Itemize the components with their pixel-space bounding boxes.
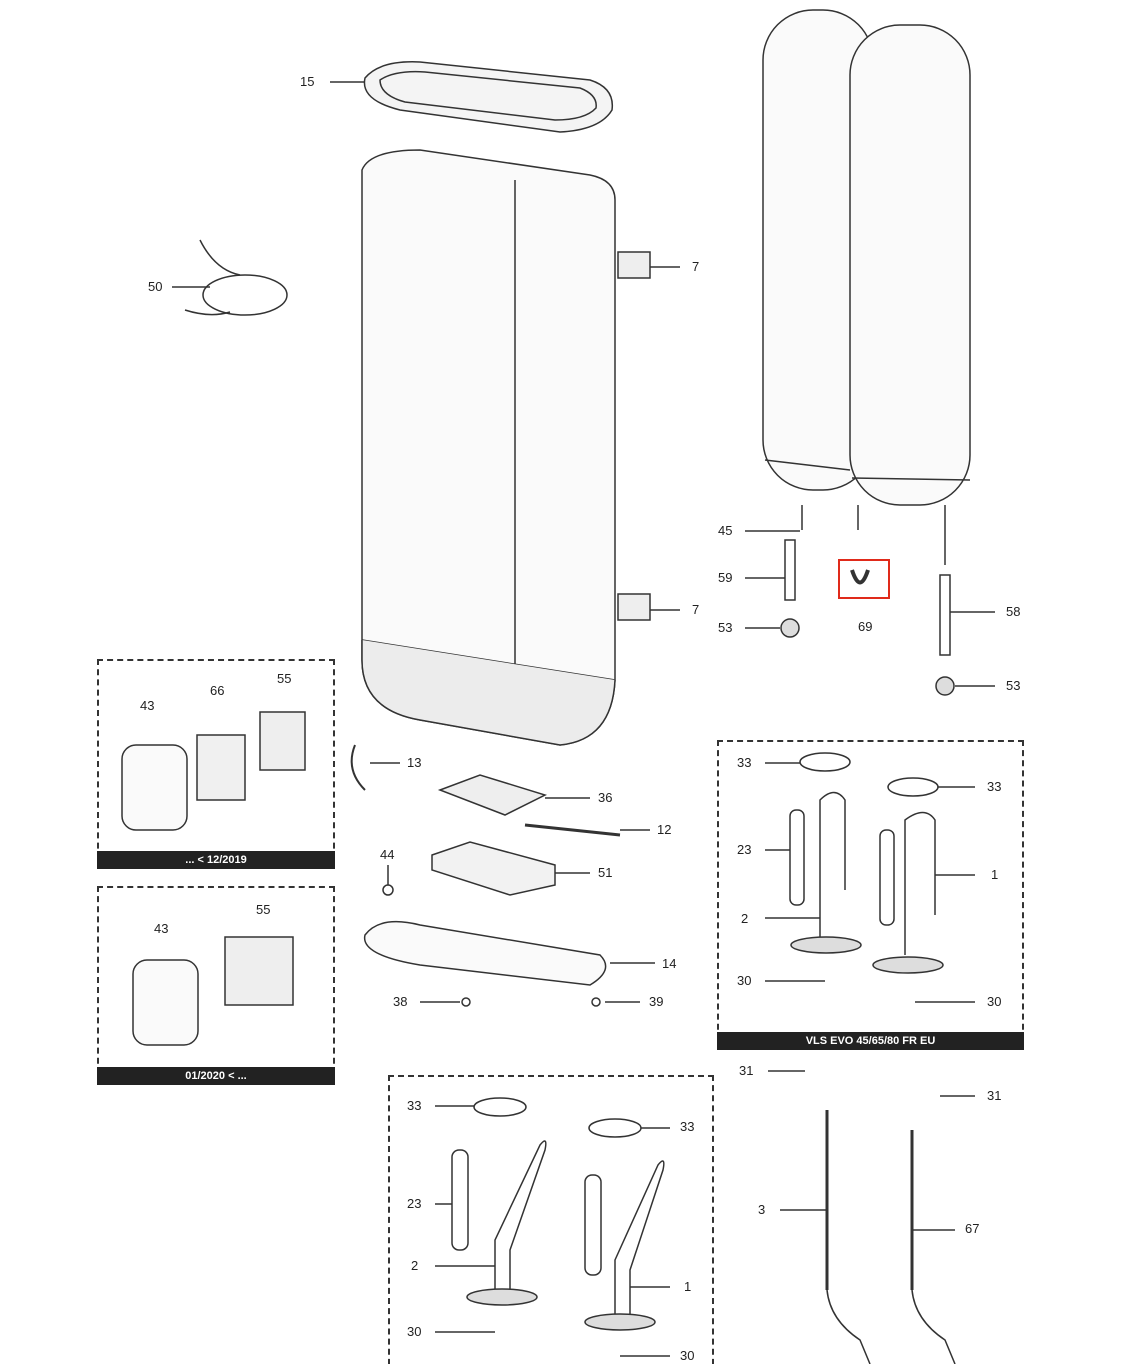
part-label: 14 (662, 956, 677, 971)
part-label: 45 (718, 523, 733, 538)
part-label: 23 (407, 1196, 422, 1211)
banner-old-control: ... < 12/2019 (97, 851, 335, 869)
part-label: 33 (407, 1098, 422, 1113)
part-label: 55 (277, 671, 292, 686)
part-label: 31 (739, 1063, 754, 1078)
part-label: 43 (140, 698, 155, 713)
control-panel-parts (121, 711, 306, 1046)
part-label: 50 (148, 279, 163, 294)
part-label: 51 (598, 865, 613, 880)
anode-rod-parts (768, 1070, 975, 1364)
top-cover-part (330, 61, 614, 133)
part-label: 1 (684, 1279, 692, 1294)
part-label: 55 (256, 902, 271, 917)
part-label: 44 (380, 847, 395, 862)
part-label: 66 (210, 683, 225, 698)
heating-element-box (717, 740, 1024, 1050)
part-label: 53 (718, 620, 733, 635)
banner-model: VLS EVO 45/65/80 FR EU (717, 1032, 1024, 1050)
part-label: 1 (991, 867, 999, 882)
part-label: 67 (965, 1221, 980, 1236)
electronics-parts (350, 744, 655, 1007)
part-label: 30 (407, 1324, 422, 1339)
part-label: 39 (649, 994, 664, 1009)
casing-part (361, 149, 680, 746)
part-label: 33 (680, 1119, 695, 1134)
part-label: 43 (154, 921, 169, 936)
heating-element-alt-box (388, 1075, 714, 1364)
part-label: 3 (758, 1202, 766, 1217)
part-label: 33 (987, 779, 1002, 794)
part-label: 15 (300, 74, 315, 89)
part-label: 23 (737, 842, 752, 857)
part-label: 53 (1006, 678, 1021, 693)
part-label: 59 (718, 570, 733, 585)
part-label: 30 (987, 994, 1002, 1009)
part-label: 7 (692, 602, 700, 617)
part-label: 31 (987, 1088, 1002, 1103)
heating-element-parts (435, 752, 975, 1357)
banner-new-control: 01/2020 < ... (97, 1067, 335, 1085)
part-label: 12 (657, 822, 672, 837)
part-label: 2 (411, 1258, 419, 1273)
part-label: 2 (741, 911, 749, 926)
part-label-highlighted: 69 (858, 619, 873, 634)
part-label: 36 (598, 790, 613, 805)
tank-assembly-part (745, 9, 995, 696)
part-label: 38 (393, 994, 408, 1009)
part-label: 30 (737, 973, 752, 988)
part-label: 30 (680, 1348, 695, 1363)
control-panel-new-box (97, 886, 335, 1084)
part-label: 13 (407, 755, 422, 770)
part-label: 33 (737, 755, 752, 770)
highlight-box-part-69[interactable] (838, 559, 890, 599)
part-label: 7 (692, 259, 700, 274)
cable-part (172, 239, 288, 316)
part-label: 58 (1006, 604, 1021, 619)
